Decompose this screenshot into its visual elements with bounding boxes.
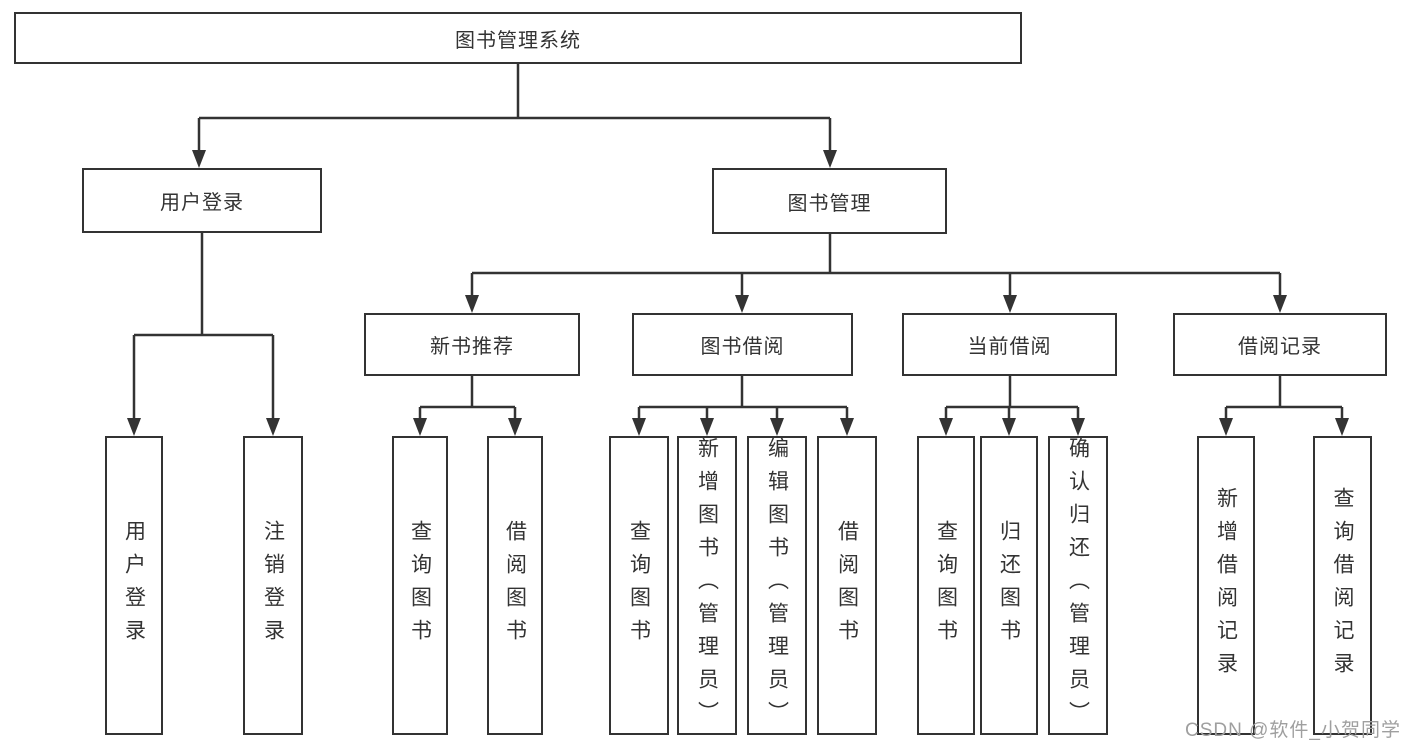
node-book-management-system: 图书管理系统 — [14, 12, 1022, 64]
leaf-query-books-recommend: 查询图书 — [392, 436, 448, 735]
node-new-book-recommendation: 新书推荐 — [364, 313, 580, 376]
node-user-login: 用户登录 — [82, 168, 322, 233]
leaf-borrow-books: 借阅图书 — [817, 436, 877, 735]
csdn-watermark: CSDN @软件_小贺同学 — [1185, 720, 1401, 741]
node-label: 借阅记录 — [1238, 336, 1322, 358]
leaf-query-borrow-record: 查询借阅记录 — [1313, 436, 1372, 735]
node-label: 注销登录 — [261, 519, 285, 652]
node-borrowing-records: 借阅记录 — [1173, 313, 1387, 376]
node-label: 图书借阅 — [700, 336, 785, 358]
node-label: 用户登录 — [122, 519, 146, 652]
leaf-query-books-borrowing: 查询图书 — [609, 436, 669, 735]
node-label: 查询图书 — [934, 519, 958, 652]
node-label: 图书管理 — [787, 192, 872, 215]
node-label: 新增图书（管理员） — [695, 437, 719, 734]
leaf-add-borrow-record: 新增借阅记录 — [1197, 436, 1255, 735]
node-label: 用户登录 — [160, 192, 244, 214]
leaf-return-books: 归还图书 — [980, 436, 1038, 735]
node-label: 图书管理系统 — [455, 29, 581, 52]
node-label: 新书推荐 — [430, 336, 514, 358]
leaf-add-books-admin: 新增图书（管理员） — [677, 436, 737, 735]
node-label: 借阅图书 — [835, 519, 859, 652]
node-book-borrowing: 图书借阅 — [632, 313, 853, 376]
leaf-edit-books-admin: 编辑图书（管理员） — [747, 436, 807, 735]
node-label: 查询图书 — [627, 519, 651, 652]
node-label: 编辑图书（管理员） — [765, 437, 789, 734]
node-label: 确认归还（管理员） — [1066, 437, 1090, 734]
leaf-query-books-current: 查询图书 — [917, 436, 975, 735]
node-label: 当前借阅 — [967, 336, 1052, 358]
leaf-confirm-return-admin: 确认归还（管理员） — [1048, 436, 1108, 735]
node-label: 查询借阅记录 — [1331, 486, 1355, 685]
node-book-management: 图书管理 — [712, 168, 947, 234]
node-current-borrowing: 当前借阅 — [902, 313, 1117, 376]
node-label: 新增借阅记录 — [1214, 486, 1238, 685]
leaf-borrow-books-recommend: 借阅图书 — [487, 436, 543, 735]
node-label: 借阅图书 — [503, 519, 527, 652]
leaf-user-login: 用户登录 — [105, 436, 163, 735]
node-label: 归还图书 — [997, 519, 1021, 652]
node-label: 查询图书 — [408, 519, 432, 652]
leaf-logout: 注销登录 — [243, 436, 303, 735]
